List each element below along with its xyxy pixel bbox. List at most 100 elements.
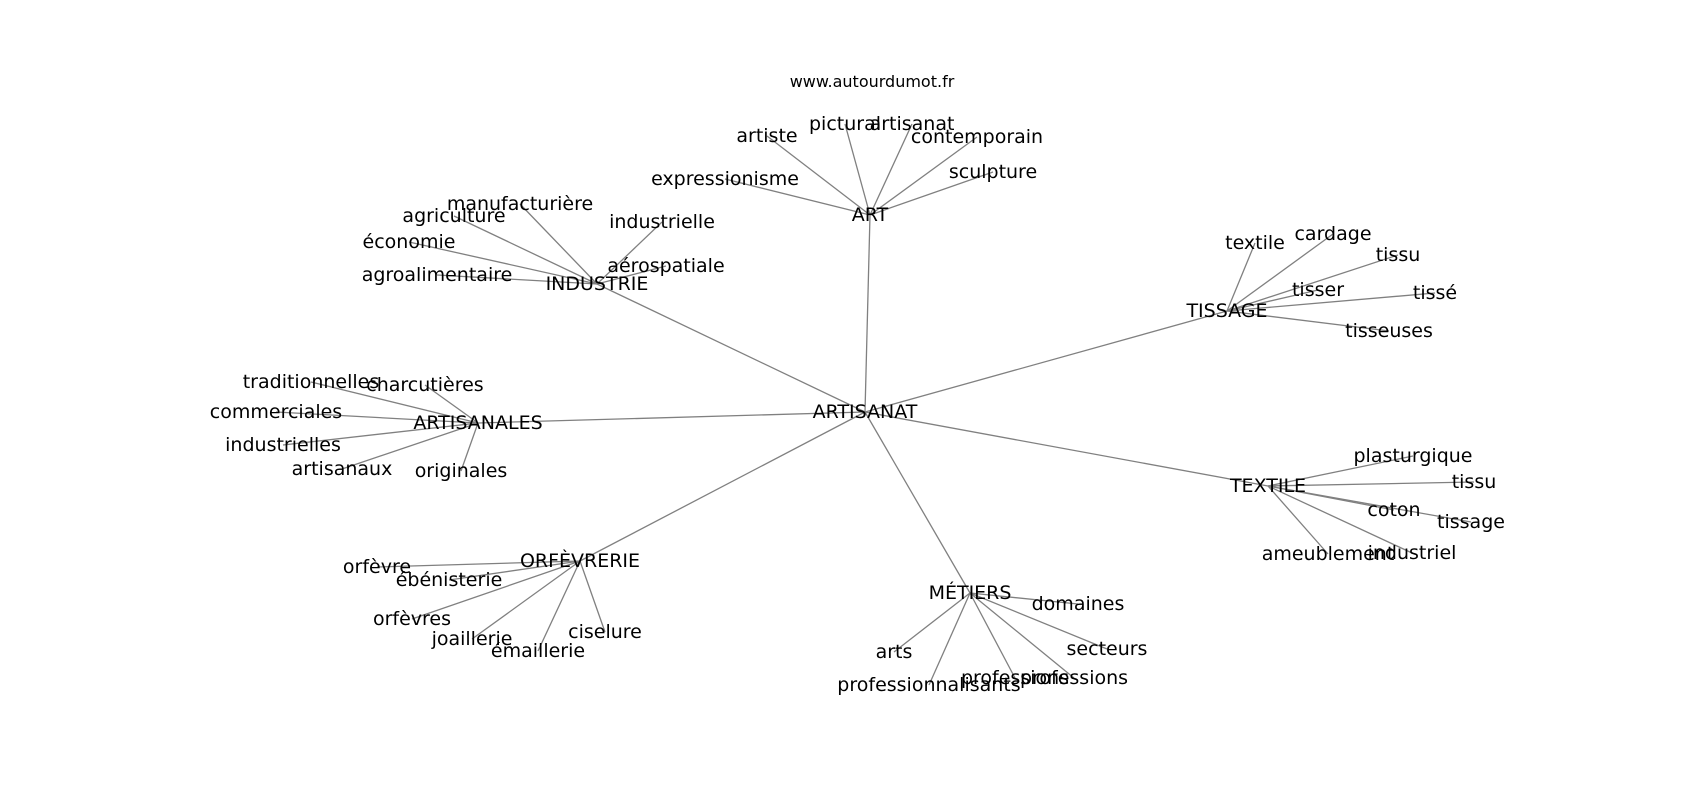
edge-hub-leaf (1267, 485, 1329, 555)
center-node[interactable]: ARTISANAT (813, 401, 918, 423)
edge-hub-leaf (869, 171, 994, 216)
edge-center-hub (596, 283, 866, 413)
edge-hub-leaf (519, 203, 598, 285)
leaf-node[interactable]: artisanaux (292, 458, 393, 480)
edge-hub-leaf (724, 178, 871, 216)
leaf-node[interactable]: pictural (809, 113, 881, 135)
edge-hub-leaf (1226, 242, 1256, 312)
edge-hub-leaf (1267, 455, 1414, 487)
leaf-node[interactable]: aérospatiale (607, 255, 724, 277)
leaf-node[interactable]: artiste (736, 125, 797, 147)
edge-hub-leaf (596, 265, 667, 285)
leaf-node[interactable]: ameublement (1262, 543, 1395, 565)
leaf-node[interactable]: ciselure (568, 621, 642, 643)
leaf-node[interactable]: expressionisme (651, 168, 799, 190)
edge-center-hub (579, 411, 866, 562)
edge-hub-leaf (341, 422, 479, 470)
hub-node[interactable]: MÉTIERS (929, 581, 1012, 604)
leaf-node[interactable]: économie (363, 231, 456, 253)
edge-hub-leaf (1226, 233, 1334, 312)
leaf-node[interactable]: charcutières (366, 374, 483, 396)
edge-center-hub (864, 411, 1269, 487)
leaf-node[interactable]: émaillerie (491, 640, 585, 662)
edge-hub-leaf (537, 560, 581, 652)
leaf-node[interactable]: textile (1225, 232, 1285, 254)
edge-hub-leaf (1226, 254, 1399, 312)
edges-layer (275, 123, 1475, 686)
leaf-node[interactable]: professionnalisants (837, 674, 1020, 696)
leaf-node[interactable]: ébénisterie (396, 569, 503, 591)
leaf-node[interactable]: professions (1020, 667, 1128, 689)
leaf-node[interactable]: coton (1367, 499, 1420, 521)
leaf-node[interactable]: industrielle (609, 211, 715, 233)
watermark-text: www.autourdumot.fr (790, 72, 955, 91)
edge-hub-leaf (1267, 485, 1413, 554)
edge-hub-leaf (275, 411, 479, 424)
labels-layer: ARTISANAT ART artiste picturalartisanatcont… (210, 113, 1505, 696)
leaf-node[interactable]: joaillerie (431, 628, 513, 650)
edge-hub-leaf (471, 560, 581, 640)
leaf-node[interactable]: orfèvre (343, 556, 411, 578)
leaf-node[interactable]: traditionnelles (243, 371, 380, 393)
hub-node[interactable]: TISSAGE (1185, 300, 1267, 322)
edge-hub-leaf (1267, 485, 1472, 523)
edge-hub-leaf (1226, 292, 1436, 312)
edge-hub-leaf (969, 592, 1016, 679)
hub-node[interactable]: INDUSTRIE (546, 273, 649, 295)
leaf-node[interactable]: tissu (1376, 244, 1421, 266)
edge-hub-leaf (424, 384, 479, 424)
leaf-node[interactable]: sculpture (949, 161, 1037, 183)
edge-hub-leaf (928, 592, 971, 686)
leaf-node[interactable]: cardage (1294, 223, 1371, 245)
edge-hub-leaf (460, 422, 479, 472)
edge-hub-leaf (893, 592, 971, 653)
edge-hub-leaf (869, 136, 978, 216)
leaf-node[interactable]: contemporain (911, 126, 1043, 148)
edge-hub-leaf (969, 592, 1075, 679)
edge-hub-leaf (376, 560, 581, 568)
leaf-node[interactable]: industriel (1368, 542, 1457, 564)
edge-center-hub (477, 411, 866, 424)
edge-hub-leaf (1267, 481, 1475, 487)
leaf-node[interactable]: domaines (1032, 593, 1125, 615)
hub-node[interactable]: ARTISANALES (413, 412, 542, 434)
edge-hub-leaf (448, 560, 581, 581)
edge-hub-leaf (1226, 310, 1390, 332)
leaf-node[interactable]: manufacturière (447, 193, 593, 215)
edge-hub-leaf (408, 241, 598, 285)
edge-hub-leaf (1226, 289, 1319, 312)
leaf-node[interactable]: tisser (1292, 279, 1344, 301)
leaf-node[interactable]: tissage (1437, 511, 1505, 533)
hub-node[interactable]: TEXTILE (1229, 475, 1306, 497)
leaf-node[interactable]: tisseuses (1345, 320, 1433, 342)
edge-hub-leaf (969, 592, 1079, 605)
edge-center-hub (864, 310, 1228, 413)
leaf-node[interactable]: tissu (1452, 471, 1497, 493)
leaf-node[interactable]: originales (415, 460, 508, 482)
leaf-node[interactable]: tissé (1413, 282, 1457, 304)
leaf-node[interactable]: secteurs (1067, 638, 1148, 660)
edge-hub-leaf (766, 135, 871, 216)
leaf-node[interactable]: agroalimentaire (362, 264, 513, 286)
leaf-node[interactable]: orfèvres (373, 608, 451, 630)
edge-hub-leaf (436, 274, 598, 285)
edge-hub-leaf (969, 592, 1108, 650)
edge-center-hub (864, 411, 971, 594)
edge-hub-leaf (411, 560, 581, 620)
edge-hub-leaf (596, 221, 663, 285)
hub-node[interactable]: ART (852, 204, 889, 226)
leaf-node[interactable]: arts (876, 641, 913, 663)
hub-node[interactable]: ORFÈVRERIE (520, 549, 640, 572)
edge-hub-leaf (453, 215, 598, 285)
edge-hub-leaf (844, 123, 871, 216)
leaf-node[interactable]: plasturgique (1354, 445, 1473, 467)
leaf-node[interactable]: commerciales (210, 401, 342, 423)
leaf-node[interactable]: professions (961, 667, 1069, 689)
leaf-node[interactable]: industrielles (225, 434, 341, 456)
edge-hub-leaf (282, 422, 479, 446)
edge-hub-leaf (579, 560, 606, 633)
leaf-node[interactable]: agriculture (402, 205, 505, 227)
edge-hub-leaf (310, 381, 479, 424)
leaf-node[interactable]: artisanat (870, 113, 955, 135)
